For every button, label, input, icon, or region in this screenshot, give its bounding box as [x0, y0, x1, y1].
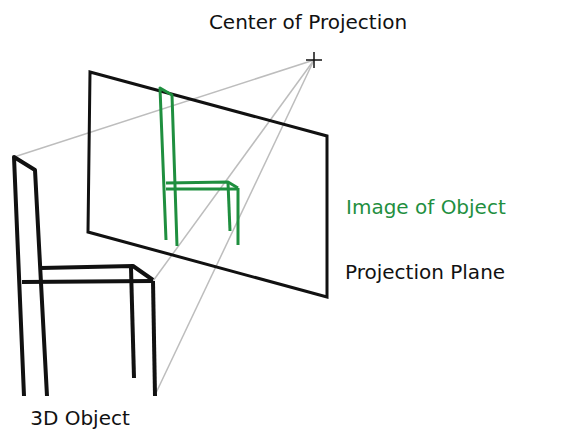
projection-rays [14, 60, 314, 395]
chair-leg [131, 268, 134, 378]
projection-ray [14, 60, 314, 157]
object-label: 3D Object [30, 406, 130, 430]
image-label: Image of Object [346, 195, 506, 219]
chair-leg [237, 188, 240, 245]
chair-leg [153, 281, 155, 396]
chair-back [14, 157, 47, 396]
crosshair-line [313, 52, 315, 68]
chair-back [160, 88, 177, 246]
projection-ray [153, 60, 314, 281]
projected-chair [160, 88, 238, 246]
chair-leg [228, 183, 230, 231]
chair-seat [41, 266, 153, 280]
object-chair [14, 157, 155, 396]
projection-plane [88, 72, 327, 297]
point-label: Center of Projection [209, 10, 407, 34]
plane-label: Projection Plane [345, 260, 505, 284]
center-crosshair [306, 52, 322, 68]
